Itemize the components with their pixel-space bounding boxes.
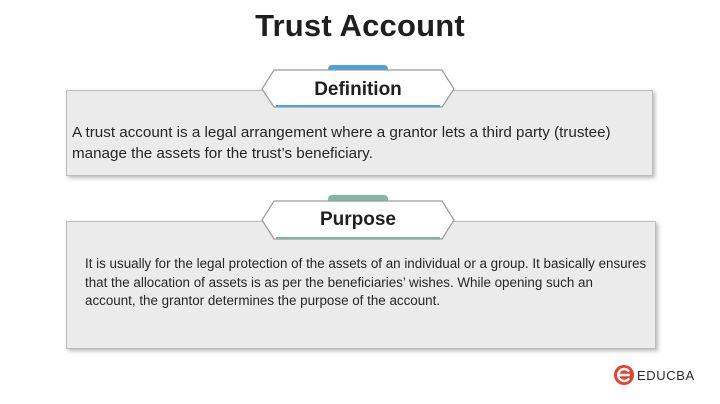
definition-label-badge bbox=[261, 65, 455, 108]
educba-logo: EDUCBA bbox=[613, 364, 709, 388]
purpose-label-badge bbox=[261, 195, 455, 240]
educba-logo-icon bbox=[614, 365, 634, 385]
definition-label-shape bbox=[261, 69, 455, 108]
brand-name: EDUCBA bbox=[637, 368, 695, 383]
purpose-label-shape bbox=[261, 200, 455, 240]
page-title: Trust Account bbox=[255, 8, 465, 43]
purpose-text: It is usually for the legal protection o… bbox=[85, 256, 647, 308]
definition-text: A trust account is a legal arrangement w… bbox=[72, 124, 611, 162]
definition-label: Definition bbox=[314, 79, 402, 100]
purpose-card: It is usually for the legal protection o… bbox=[66, 221, 656, 349]
purpose-label: Purpose bbox=[319, 209, 397, 230]
